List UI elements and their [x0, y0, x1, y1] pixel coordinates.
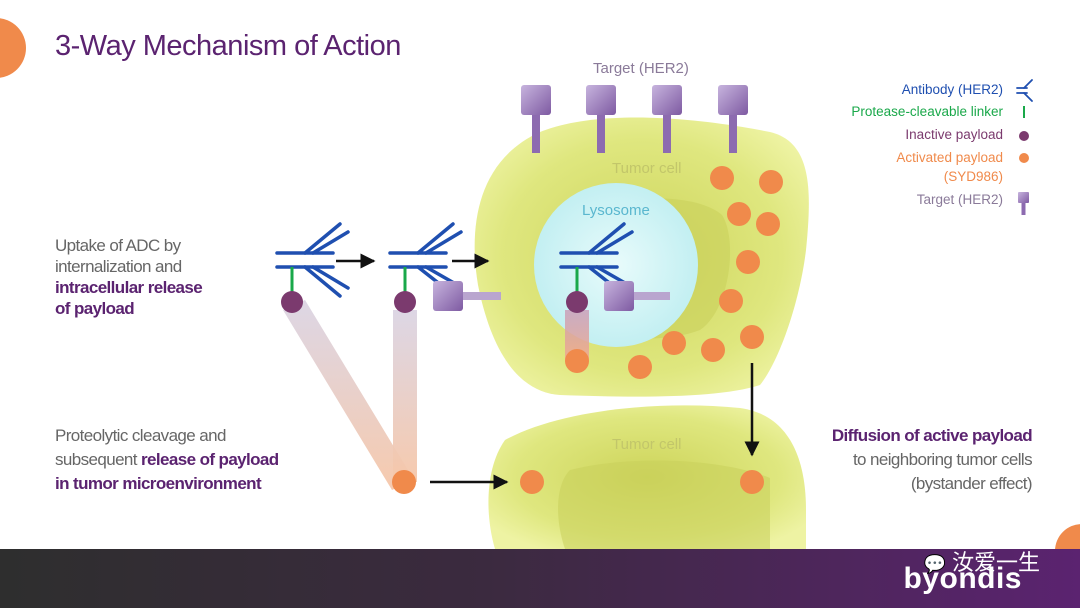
diffusion-line-2: to neighboring tumor cells	[852, 450, 1033, 469]
diffused-payload-1	[520, 470, 544, 494]
lysosome-label: Lysosome	[582, 202, 650, 219]
her2-target-3	[652, 85, 682, 153]
adc-antibody-3	[559, 222, 634, 291]
legend-target-icon	[1018, 192, 1029, 215]
wechat-icon: 💬	[923, 554, 946, 574]
legend-inactive-label: Inactive payload	[905, 127, 1003, 142]
slide-title: 3-Way Mechanism of Action	[55, 30, 401, 62]
watermark: 💬汝爱一生	[924, 545, 1040, 577]
her2-target-1	[521, 85, 551, 153]
legend-activated-label-2: (SYD986)	[943, 169, 1003, 184]
payload-trail-vertical	[393, 310, 417, 482]
legend-linker-label: Protease-cleavable linker	[851, 104, 1003, 119]
inactive-payload-3	[566, 291, 588, 313]
uptake-bold-1: intracellular release	[55, 278, 203, 297]
legend-inactive-payload-icon	[1019, 131, 1029, 141]
legend-activated-label-1: Activated payload	[896, 150, 1003, 165]
diffusion-description: Diffusion of active payload to neighbori…	[831, 424, 1033, 496]
proteolytic-line-2: subsequent release of payload	[55, 448, 279, 472]
legend-activated-payload-icon	[1019, 153, 1029, 163]
footer-bar	[0, 549, 1080, 608]
proteolytic-line-3-bold: in tumor microenvironment	[55, 474, 262, 493]
tumor-cell-label-top: Tumor cell	[612, 160, 682, 177]
activated-payloads-top	[565, 166, 783, 379]
her2-target-bound-2	[604, 281, 670, 311]
tumor-cell-label-bottom: Tumor cell	[612, 436, 682, 453]
proteolytic-description: Proteolytic cleavage and subsequent rele…	[55, 424, 279, 496]
diffusion-line-3: (bystander effect)	[910, 474, 1033, 493]
brand-logo: byondis	[903, 562, 1022, 595]
uptake-bold-2: of payload	[55, 299, 135, 318]
nucleus-shade-bottom	[558, 460, 770, 549]
uptake-description: Uptake of ADC by internalization and int…	[55, 235, 203, 319]
proteolytic-line-2-bold: release of payload	[141, 450, 279, 469]
her2-target-2	[586, 85, 616, 153]
uptake-line-1: Uptake of ADC by	[55, 236, 181, 255]
proteolytic-line-1: Proteolytic cleavage and	[55, 426, 226, 445]
her2-target-bound-1	[433, 281, 501, 311]
legend-antibody-label: Antibody (HER2)	[901, 82, 1003, 97]
diffusion-bold: Diffusion of active payload	[831, 426, 1033, 445]
corner-accent-left	[0, 18, 26, 78]
inactive-payload-2	[394, 291, 416, 313]
inactive-payload-1	[281, 291, 303, 313]
legend-antibody-icon	[1016, 79, 1033, 102]
watermark-text: 汝爱一生	[951, 550, 1040, 575]
diffused-payload-2	[740, 470, 764, 494]
adc-antibody-2	[388, 222, 463, 291]
her2-target-4	[718, 85, 748, 153]
adc-antibody-1	[275, 222, 350, 298]
released-payload	[392, 470, 416, 494]
payload-trail-diagonal	[283, 300, 414, 490]
uptake-line-2: internalization and	[55, 257, 182, 276]
proteolytic-line-2-plain: subsequent	[55, 450, 142, 469]
target-top-label: Target (HER2)	[593, 60, 689, 77]
legend-target-label: Target (HER2)	[916, 192, 1003, 207]
